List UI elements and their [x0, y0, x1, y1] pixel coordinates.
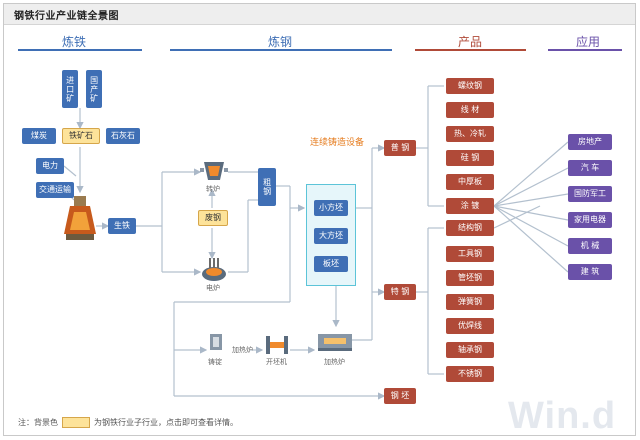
reheat-furnace-label: 加热炉 [324, 358, 345, 366]
product-spring-steel[interactable]: 弹簧钢 [446, 294, 494, 310]
note-prefix: 注：背景色 [18, 418, 58, 427]
reheat-furnace-icon [318, 334, 352, 351]
product-stainless-steel[interactable]: 不锈钢 [446, 366, 494, 382]
product-bearing-steel[interactable]: 轴承钢 [446, 342, 494, 358]
domestic-ore-box[interactable]: 国产矿 [86, 70, 102, 108]
product-rebar[interactable]: 螺纹钢 [446, 78, 494, 94]
app-home-appliances[interactable]: 家用电器 [568, 212, 612, 228]
product-silicon-steel[interactable]: 硅 钢 [446, 150, 494, 166]
iron-ore-box[interactable]: 铁矿石 [62, 128, 100, 144]
small-billet-box[interactable]: 小方坯 [314, 200, 348, 216]
large-billet-box[interactable]: 大方坯 [314, 228, 348, 244]
page-title: 钢铁行业产业链全景图 [14, 11, 119, 22]
converter-label: 转炉 [206, 185, 220, 193]
transport-box[interactable]: 交通运输 [36, 182, 74, 198]
product-structural-steel[interactable]: 结构钢 [446, 220, 494, 236]
wind-watermark: Win.d [508, 395, 617, 437]
electric-furnace-label: 电炉 [206, 284, 220, 292]
product-hot-cold-rolled[interactable]: 热、冷轧 [446, 126, 494, 142]
blast-furnace-icon [64, 196, 96, 240]
app-real-estate[interactable]: 房地产 [568, 134, 612, 150]
imported-ore-box[interactable]: 进口矿 [62, 70, 78, 108]
converter-icon [200, 162, 228, 180]
reheat-label: 加热炉 [232, 346, 253, 354]
electric-furnace-icon [202, 258, 226, 281]
ingot-label: 铸锭 [208, 358, 222, 366]
note-suffix: 为钢铁行业子行业，点击即可查看详情。 [94, 418, 238, 427]
section-applications: 应用 [576, 35, 601, 49]
section-ironmaking: 炼铁 [62, 35, 87, 49]
product-wire-rod[interactable]: 线 材 [446, 102, 494, 118]
app-automobile[interactable]: 汽 车 [568, 160, 612, 176]
product-medium-plate[interactable]: 中厚板 [446, 174, 494, 190]
product-coated[interactable]: 涂 镀 [446, 198, 494, 214]
product-tube-billet[interactable]: 管坯钢 [446, 270, 494, 286]
diagram-frame [3, 3, 636, 436]
app-construction[interactable]: 建 筑 [568, 264, 612, 280]
product-welding-wire[interactable]: 优焊线 [446, 318, 494, 334]
app-defense[interactable]: 国防军工 [568, 186, 612, 202]
ordinary-steel-box[interactable]: 普 钢 [384, 140, 416, 156]
blooming-label: 开坯机 [266, 358, 287, 366]
electricity-box[interactable]: 电力 [36, 158, 64, 174]
slab-box[interactable]: 板坯 [314, 256, 348, 272]
pig-iron-box[interactable]: 生铁 [108, 218, 136, 234]
scrap-steel-box[interactable]: 废钢 [198, 210, 228, 226]
limestone-box[interactable]: 石灰石 [106, 128, 140, 144]
continuous-casting-label: 连续铸造设备 [310, 138, 365, 148]
ingot-mold-icon [210, 334, 222, 350]
steel-billet-box[interactable]: 钢 坯 [384, 388, 416, 404]
section-steelmaking: 炼钢 [268, 35, 293, 49]
blooming-mill-icon [266, 336, 288, 354]
legend-note: 注：背景色 为钢铁行业子行业，点击即可查看详情。 [18, 417, 238, 428]
special-steel-box[interactable]: 特 钢 [384, 284, 416, 300]
crude-steel-box[interactable]: 粗钢 [258, 168, 276, 206]
title-bar [4, 4, 635, 25]
highlight-swatch [62, 417, 90, 428]
coking-coal-box[interactable]: 煤炭 [22, 128, 56, 144]
section-products: 产品 [458, 35, 483, 49]
product-tool-steel[interactable]: 工具钢 [446, 246, 494, 262]
app-machinery[interactable]: 机 械 [568, 238, 612, 254]
